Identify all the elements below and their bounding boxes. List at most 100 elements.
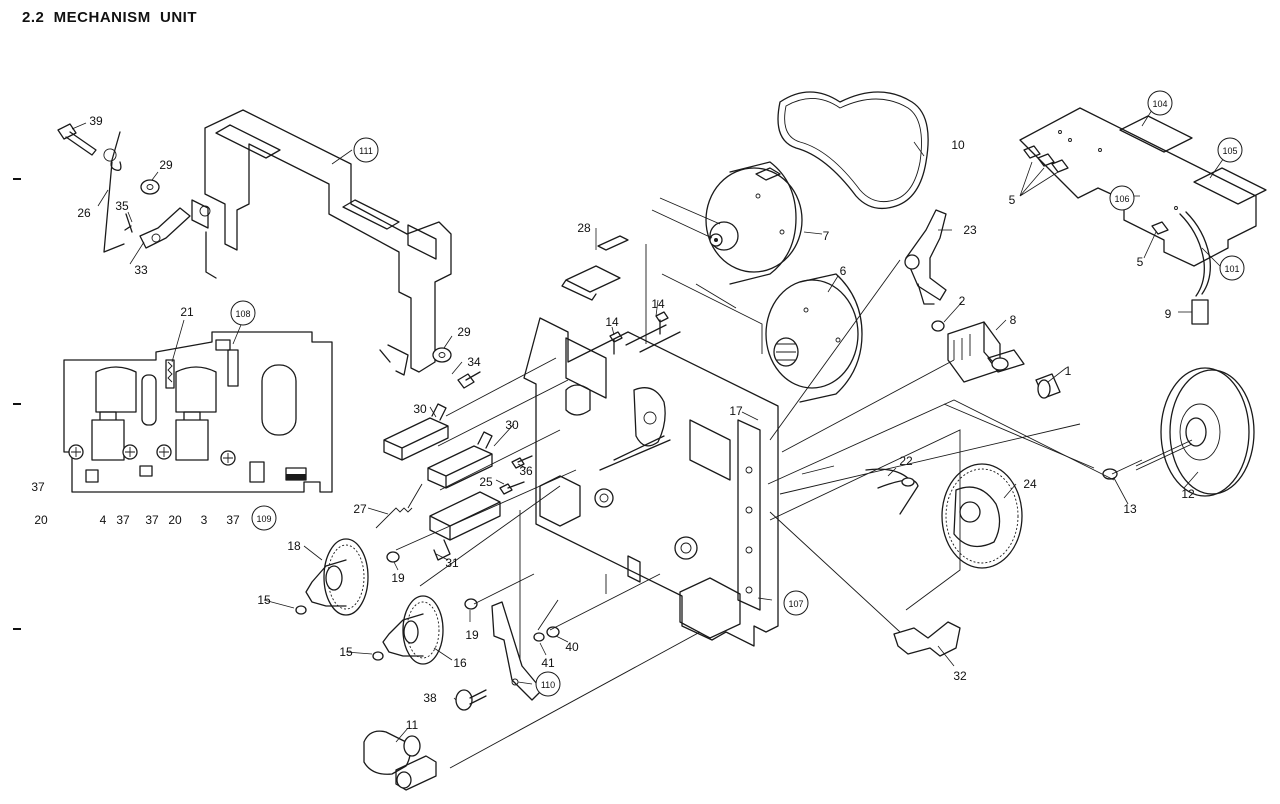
callout-text-c13: 13 <box>1123 502 1137 516</box>
callout-c17: 17 <box>729 404 743 418</box>
screw-39 <box>57 123 97 156</box>
screw-25 <box>499 481 525 495</box>
callout-text-c32: 32 <box>953 669 967 683</box>
spring-27 <box>375 483 423 529</box>
callout-text-c17: 17 <box>729 404 743 418</box>
callout-c38: 38 <box>423 691 437 705</box>
callout-text-c108: 108 <box>235 309 250 319</box>
callout-text-c39: 39 <box>89 114 103 128</box>
callout-circle-c104 <box>1147 90 1173 116</box>
callout-text-c11: 11 <box>406 718 419 732</box>
callout-text-c109: 109 <box>256 514 271 524</box>
callout-text-c15a: 15 <box>257 593 271 607</box>
lever-110 <box>491 601 543 701</box>
callout-text-c25: 25 <box>479 475 493 489</box>
callout-c110: 110 <box>535 671 561 697</box>
callout-circle-c108 <box>230 300 256 326</box>
callout-text-c20b: 20 <box>168 513 182 527</box>
callout-text-c35: 35 <box>115 199 129 213</box>
callout-c25: 25 <box>479 475 493 489</box>
callout-text-c19b: 19 <box>465 628 479 642</box>
callout-c29a: 29 <box>159 158 173 172</box>
plunger-1 <box>1035 373 1061 399</box>
callout-text-c111: 111 <box>359 146 373 156</box>
callout-text-c15b: 15 <box>339 645 353 659</box>
callout-c28: 28 <box>577 221 591 235</box>
callout-c32: 32 <box>953 669 967 683</box>
nut-15-lower <box>372 651 384 661</box>
callout-text-c5a: 5 <box>1009 193 1016 207</box>
callout-text-c105: 105 <box>1222 146 1237 156</box>
gear-18 <box>305 538 369 616</box>
leader-lines <box>71 109 1229 769</box>
callout-c34: 34 <box>467 355 481 369</box>
callout-text-c38: 38 <box>423 691 437 705</box>
callout-c22: 22 <box>899 454 913 468</box>
callout-text-c37b: 37 <box>116 513 130 527</box>
callout-text-c23: 23 <box>963 223 977 237</box>
washer-19-upper <box>386 551 400 563</box>
callout-text-c110: 110 <box>541 680 555 690</box>
flywheel-12 <box>1135 367 1255 497</box>
callout-c20a: 20 <box>34 513 48 527</box>
main-chassis-107 <box>523 317 779 647</box>
callout-c104: 104 <box>1147 90 1173 116</box>
callout-text-c8: 8 <box>1010 313 1017 327</box>
callout-text-c18: 18 <box>287 539 301 553</box>
callout-text-c7: 7 <box>823 229 830 243</box>
callout-text-c31: 31 <box>445 556 459 570</box>
pcb-assembly <box>1019 107 1267 325</box>
callout-c31: 31 <box>445 556 459 570</box>
callout-text-c30b: 30 <box>505 418 519 432</box>
callout-c37a: 37 <box>31 480 45 494</box>
callout-c39: 39 <box>89 114 103 128</box>
callout-circle-c110 <box>535 671 561 697</box>
callout-c18: 18 <box>287 539 301 553</box>
callout-text-c6: 6 <box>840 264 847 278</box>
callout-text-c9: 9 <box>1165 307 1172 321</box>
callout-c15a: 15 <box>257 593 271 607</box>
callout-c111: 111 <box>353 137 379 163</box>
callout-text-c2: 2 <box>959 294 966 308</box>
solenoid-8 <box>947 321 1025 383</box>
washer-29-upper <box>140 179 160 195</box>
callout-text-c37c: 37 <box>145 513 159 527</box>
callout-c41: 41 <box>541 656 555 670</box>
margin-tick-middle <box>13 403 21 405</box>
callout-c106: 106 <box>1109 185 1135 211</box>
belt-22 <box>865 468 919 515</box>
callout-text-c20a: 20 <box>34 513 48 527</box>
callout-circle-c105 <box>1217 137 1243 163</box>
callout-c21: 21 <box>180 305 194 319</box>
callout-text-c36: 36 <box>519 464 533 478</box>
callout-text-c24: 24 <box>1023 477 1037 491</box>
callout-c29b: 29 <box>457 325 471 339</box>
callout-c19a: 19 <box>391 571 405 585</box>
callout-c7: 7 <box>823 229 830 243</box>
callout-c12: 12 <box>1181 487 1195 501</box>
callout-c108: 108 <box>230 300 256 326</box>
callout-text-c29b: 29 <box>457 325 471 339</box>
callout-c16: 16 <box>453 656 467 670</box>
callout-c1: 1 <box>1065 364 1072 378</box>
callout-text-c41: 41 <box>541 656 555 670</box>
callout-c9: 9 <box>1165 307 1172 321</box>
arm-32 <box>893 621 961 657</box>
callout-text-c22: 22 <box>899 454 913 468</box>
callout-text-c21: 21 <box>180 305 194 319</box>
washer-41 <box>533 632 545 642</box>
nut-15-upper <box>295 605 307 615</box>
slider-30-upper <box>383 403 449 461</box>
margin-tick-top <box>13 178 21 180</box>
callout-text-c34: 34 <box>467 355 481 369</box>
callout-c107: 107 <box>783 590 809 616</box>
callout-circle-c106 <box>1109 185 1135 211</box>
callout-text-c12: 12 <box>1181 487 1195 501</box>
bracket-111 <box>191 109 452 376</box>
callout-text-c10: 10 <box>951 138 965 152</box>
leaf-switch-28 <box>561 235 629 301</box>
callout-text-c29a: 29 <box>159 158 173 172</box>
callout-c11: 11 <box>406 718 419 732</box>
